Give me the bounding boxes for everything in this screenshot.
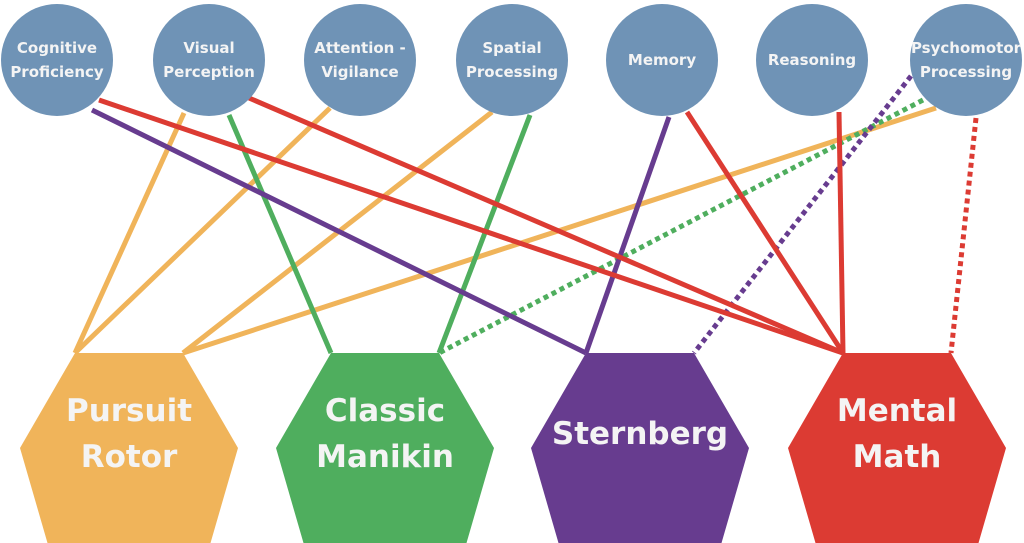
skill-label: Processing xyxy=(466,63,558,81)
connection-cognitive-to-mental xyxy=(98,97,844,356)
skill-node-memory: Memory xyxy=(606,4,718,116)
connection-memory-to-mental xyxy=(684,110,846,355)
skill-circle xyxy=(910,4,1022,116)
test-nodes: PursuitRotorClassicManikinSternbergMenta… xyxy=(20,353,1006,543)
skill-label: Attention - xyxy=(314,39,406,57)
connection-attention-to-pursuit xyxy=(73,106,332,355)
test-label: Rotor xyxy=(81,439,178,475)
skill-label: Proficiency xyxy=(10,63,104,81)
skill-label: Memory xyxy=(628,51,696,69)
skill-circle xyxy=(1,4,113,116)
test-label: Pursuit xyxy=(66,393,192,429)
connection-cognitive-to-sternberg xyxy=(90,107,588,356)
skill-label: Cognitive xyxy=(17,39,97,57)
connection-visual-to-pursuit xyxy=(72,111,187,355)
skill-label: Processing xyxy=(920,63,1012,81)
skill-circle xyxy=(304,4,416,116)
skill-node-attention: Attention - Vigilance xyxy=(304,4,416,116)
skill-label: Vigilance xyxy=(321,63,398,81)
skill-node-reasoning: Reasoning xyxy=(756,4,868,116)
skill-circle xyxy=(756,4,868,116)
test-label: Classic xyxy=(325,393,445,429)
connection-reasoning-to-mental xyxy=(836,111,846,354)
skill-label: Visual xyxy=(183,39,234,57)
skill-label: Psychomotor xyxy=(911,39,1022,57)
connection-visual-to-mental xyxy=(248,95,844,356)
test-label: Math xyxy=(853,439,942,475)
connection-lines xyxy=(72,74,979,356)
connection-psychomotor-to-manikin xyxy=(437,97,925,356)
test-label: Mental xyxy=(837,393,957,429)
skill-label: Perception xyxy=(163,63,255,81)
test-hexagon xyxy=(788,353,1006,543)
connection-psychomotor-to-mental xyxy=(948,117,979,354)
connection-spatial-to-manikin xyxy=(436,114,533,354)
test-node-sternberg: Sternberg xyxy=(531,353,749,543)
skill-circle xyxy=(606,4,718,116)
test-label: Manikin xyxy=(316,439,454,475)
skill-label: Spatial xyxy=(482,39,541,57)
connection-psychomotor-to-sternberg xyxy=(692,74,913,355)
test-hexagon xyxy=(20,353,238,543)
test-hexagon xyxy=(276,353,494,543)
skill-circle xyxy=(153,4,265,116)
connection-memory-to-sternberg xyxy=(583,116,672,354)
skill-label: Reasoning xyxy=(768,51,856,69)
skill-circle xyxy=(456,4,568,116)
test-label: Sternberg xyxy=(552,416,728,452)
test-hexagon xyxy=(531,353,749,543)
connection-visual-to-manikin xyxy=(226,114,334,354)
